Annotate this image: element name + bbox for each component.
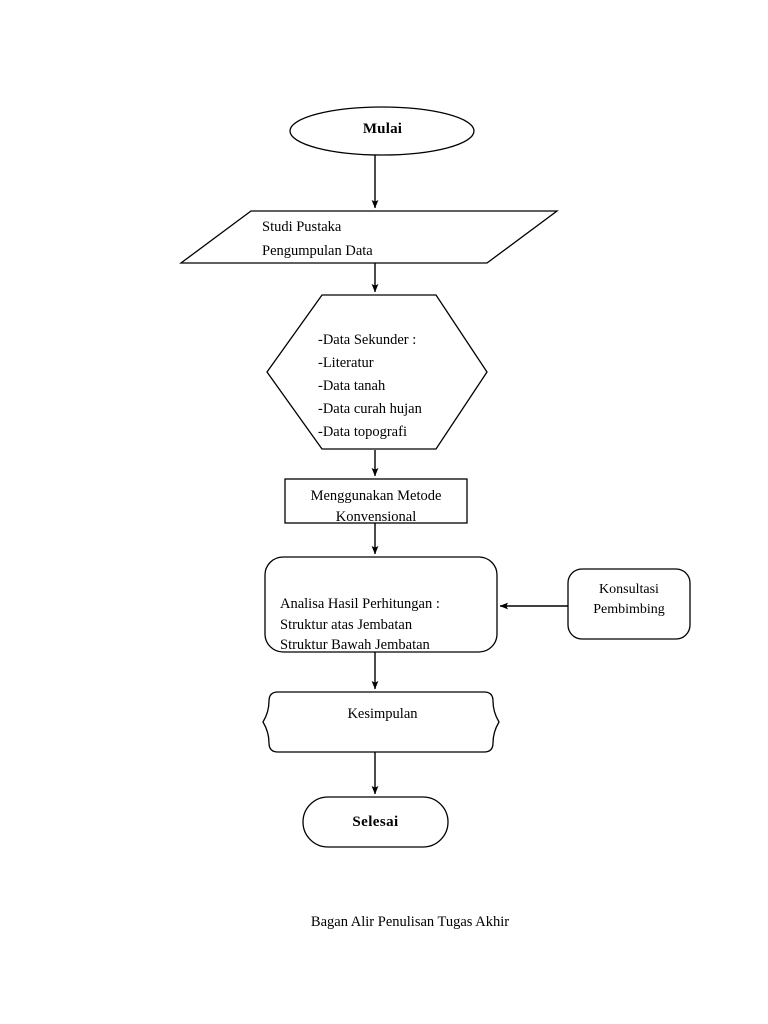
node-shape-analisa: [264, 556, 498, 653]
node-shape-start: [289, 106, 475, 156]
connector-group: [371, 155, 568, 795]
node-shape-studi-pustaka: [179, 210, 559, 264]
node-shape-metode: [284, 478, 468, 524]
node-shape-kesimpulan: [262, 691, 500, 753]
node-shape-end: [302, 796, 449, 848]
node-shape-konsultasi: [567, 568, 691, 640]
node-shape-data-sekunder: [266, 294, 488, 450]
